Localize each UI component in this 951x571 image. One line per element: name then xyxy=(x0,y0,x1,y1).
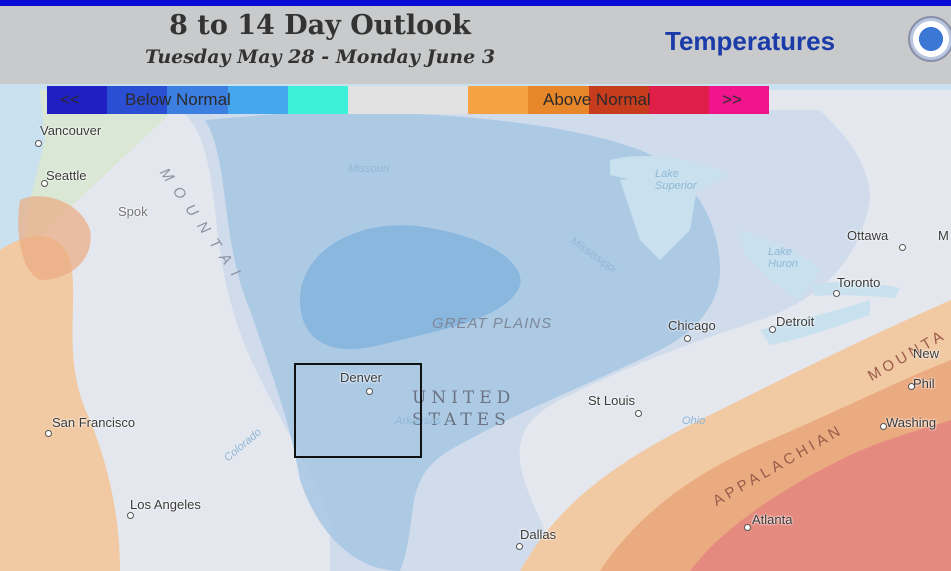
above-normal-west xyxy=(0,236,120,571)
lake-huron xyxy=(740,230,820,300)
lake-erie xyxy=(760,300,870,345)
city-marker xyxy=(635,410,642,417)
city-detroit: Detroit xyxy=(776,314,815,329)
legend-swatch xyxy=(347,86,409,114)
outlook-dates: Tuesday May 28 - Monday June 3 xyxy=(144,46,496,68)
city-toronto: Toronto xyxy=(837,275,881,290)
above-normal-northwest xyxy=(18,196,91,280)
lake-superior xyxy=(610,155,730,190)
legend-swatch xyxy=(47,86,108,114)
city-new-york: New xyxy=(913,346,940,361)
legend-prev-button[interactable]: << xyxy=(60,90,80,109)
legend-swatch xyxy=(107,86,168,114)
city-marker xyxy=(744,524,751,531)
legend-swatch xyxy=(468,86,529,114)
outlook-title: 8 to 14 Day Outlook xyxy=(169,10,471,41)
header-panel: 8 to 14 Day Outlook Tuesday May 28 - Mon… xyxy=(0,6,951,84)
legend-swatch xyxy=(408,86,469,114)
city-marker xyxy=(35,140,42,147)
city-marker xyxy=(880,423,887,430)
city-marker xyxy=(684,335,691,342)
legend-swatch xyxy=(528,86,589,114)
legend-below-label: Below Normal xyxy=(125,90,231,109)
city-los-angeles: Los Angeles xyxy=(130,497,201,512)
legend-next-button[interactable]: >> xyxy=(722,90,742,109)
lake-michigan xyxy=(620,170,700,260)
header-top-bar xyxy=(0,0,951,6)
city-marker xyxy=(899,244,906,251)
city-marker xyxy=(769,326,776,333)
region-great-plains: GREAT PLAINS xyxy=(432,315,553,332)
lake-ontario xyxy=(810,282,900,298)
city-marker xyxy=(516,543,523,550)
city-san-francisco: San Francisco xyxy=(52,415,136,430)
city-dallas: Dallas xyxy=(520,527,557,542)
below-normal-dark xyxy=(300,225,521,350)
selection-box[interactable] xyxy=(294,363,422,458)
lake-superior-label: Lake Superior xyxy=(655,168,697,192)
city-chicago: Chicago xyxy=(668,318,716,333)
noaa-logo-icon xyxy=(908,16,951,62)
city-clipped-right: M xyxy=(938,228,949,243)
city-ottawa: Ottawa xyxy=(847,228,889,243)
legend-swatch xyxy=(227,86,288,114)
city-philadelphia: Phil xyxy=(913,376,935,391)
region-states: STATES xyxy=(412,410,511,430)
city-marker xyxy=(45,430,52,437)
city-marker xyxy=(41,180,48,187)
city-marker xyxy=(127,512,134,519)
legend-above-label: Above Normal xyxy=(543,90,651,109)
city-spokane: Spok xyxy=(118,204,148,219)
city-st-louis: St Louis xyxy=(588,393,635,408)
river-arkansas: Arkansas xyxy=(395,415,441,427)
river-ohio: Ohio xyxy=(682,415,706,427)
city-atlanta: Atlanta xyxy=(752,512,793,527)
city-seattle: Seattle xyxy=(46,168,87,183)
legend-swatch xyxy=(588,86,649,114)
legend-swatch xyxy=(648,86,709,114)
above-normal-southeast xyxy=(690,420,951,571)
lake-huron-label: Lake Huron xyxy=(768,246,798,270)
city-denver: Denver xyxy=(340,370,382,385)
river-missouri: Missouri xyxy=(348,163,389,175)
legend-bar xyxy=(47,86,770,114)
legend-swatch xyxy=(167,86,228,114)
city-vancouver: Vancouver xyxy=(40,123,102,138)
variable-label: Temperatures xyxy=(665,26,836,56)
city-washington: Washing xyxy=(886,415,937,430)
legend-swatch xyxy=(287,86,348,114)
city-marker xyxy=(833,290,840,297)
city-marker xyxy=(908,383,915,390)
region-united: UNITED xyxy=(412,388,516,408)
legend-swatch xyxy=(708,86,770,114)
city-marker xyxy=(366,388,373,395)
